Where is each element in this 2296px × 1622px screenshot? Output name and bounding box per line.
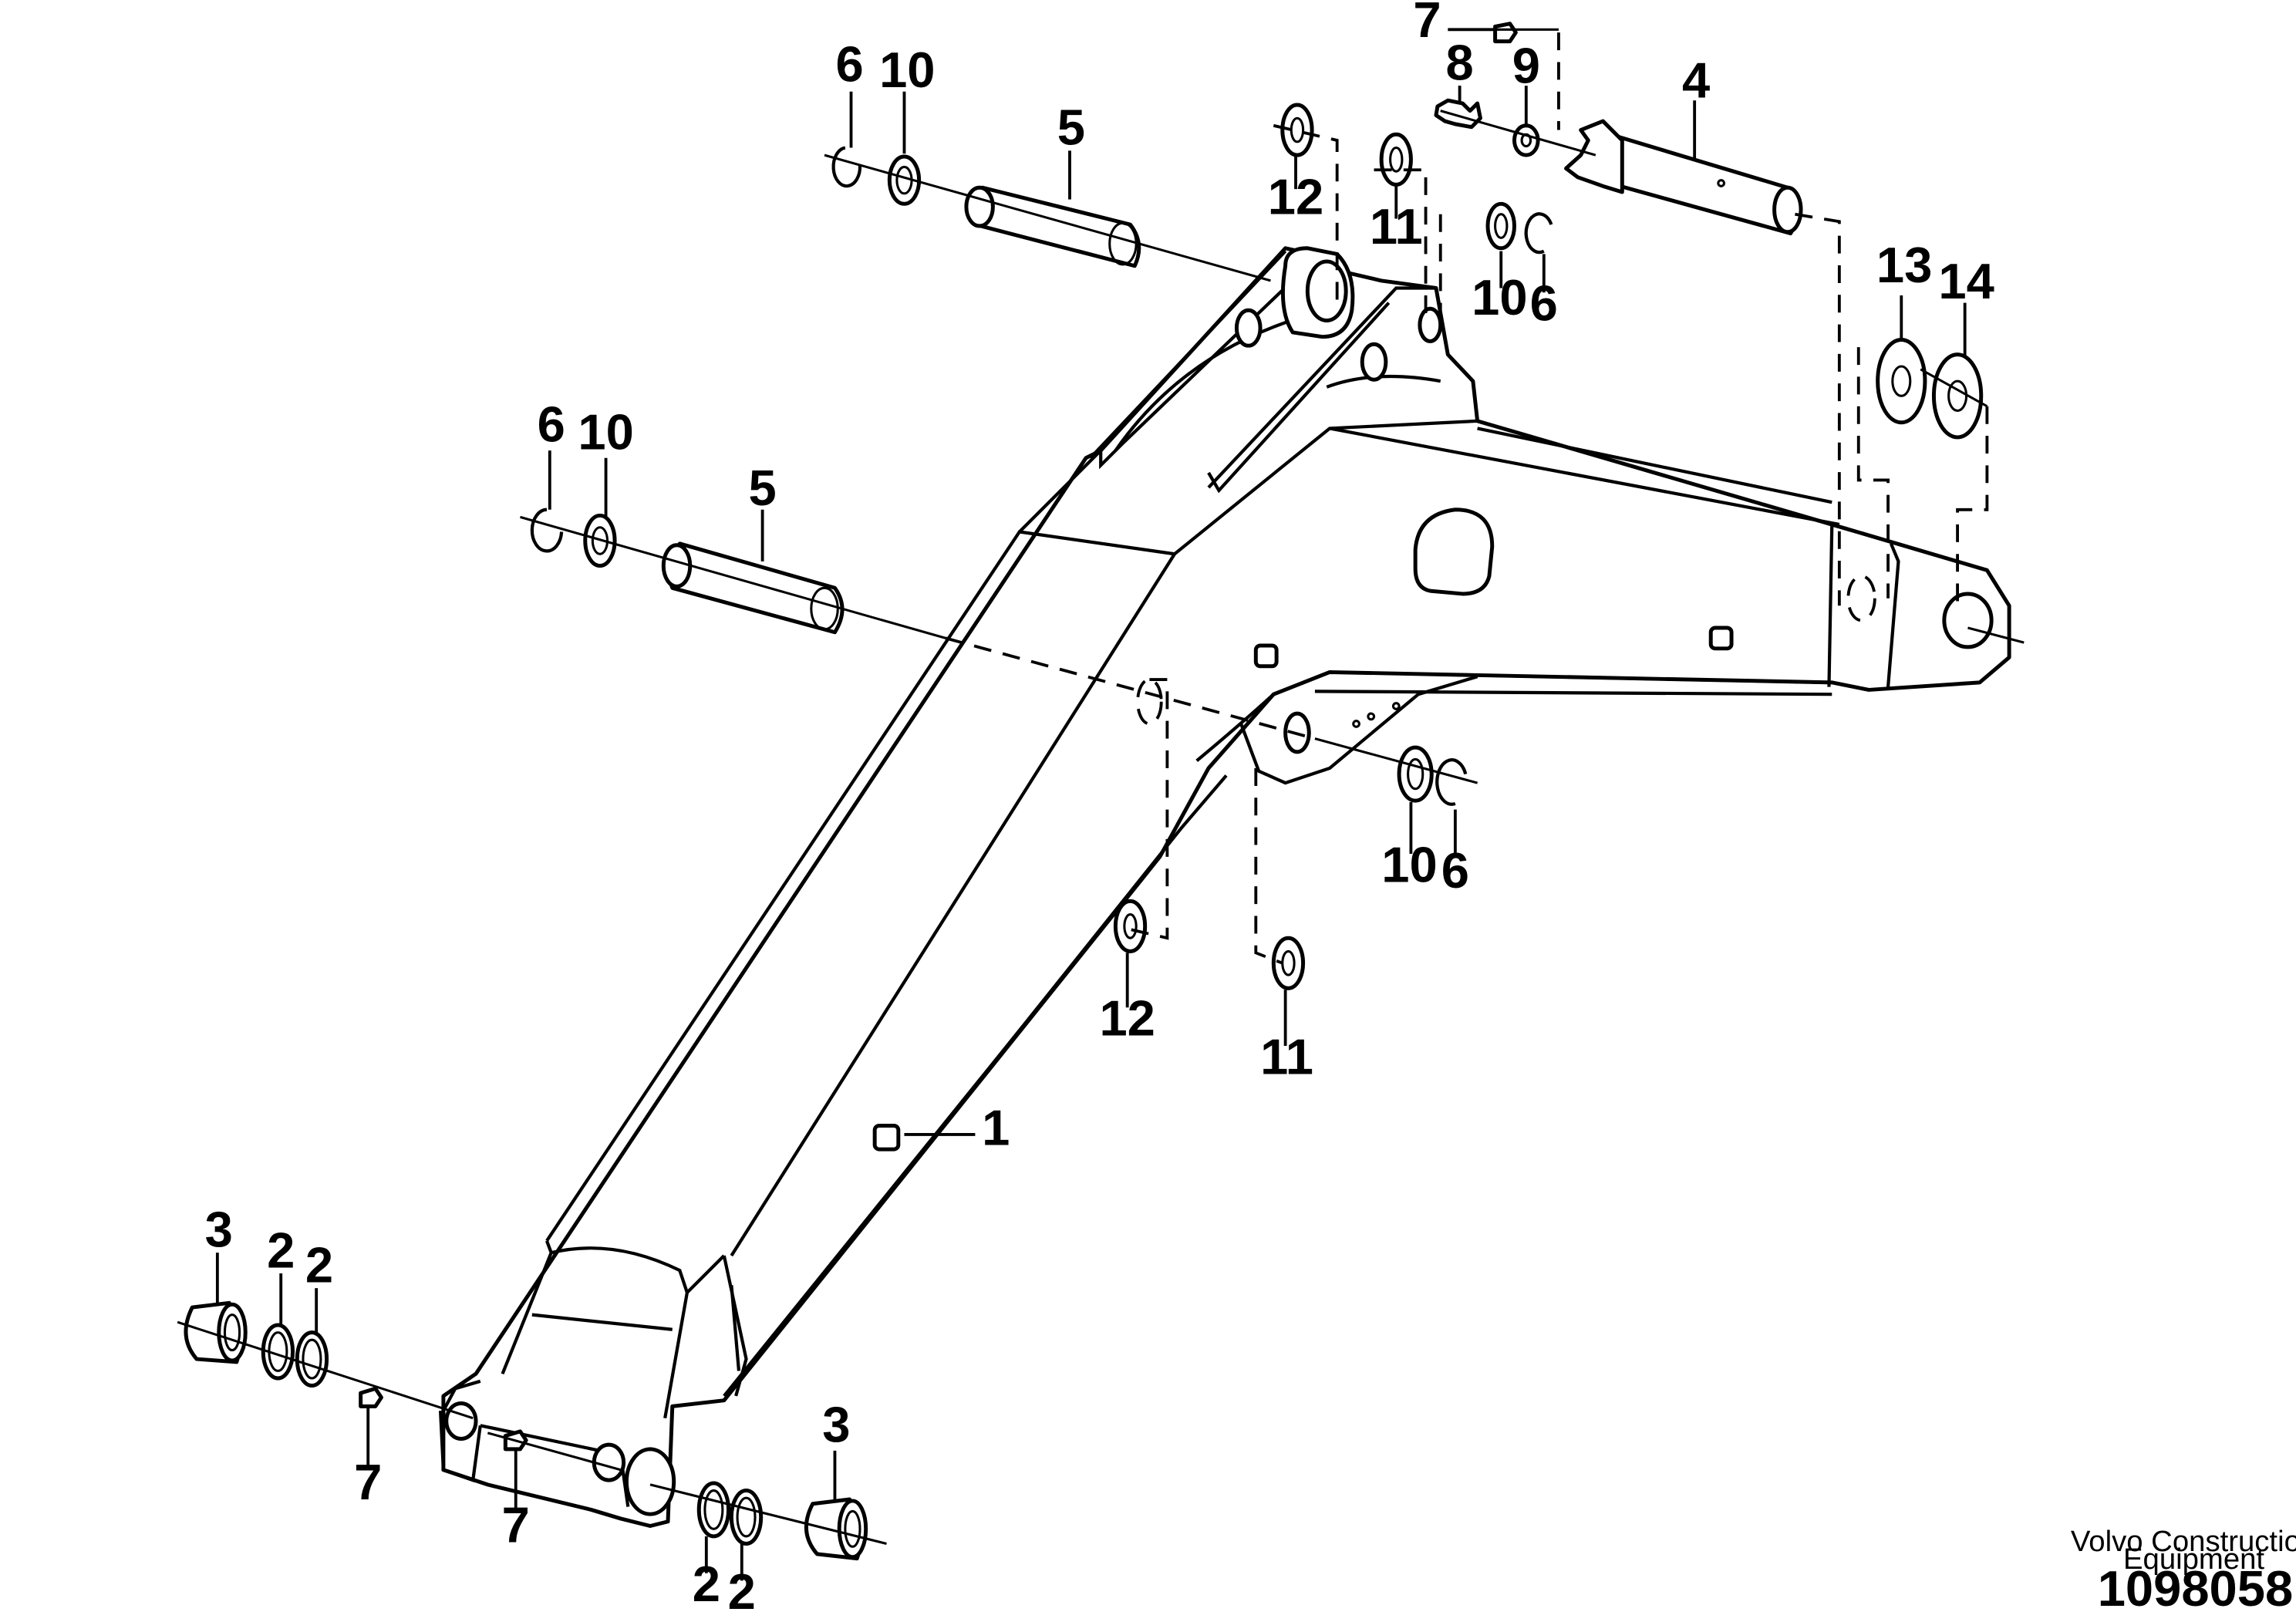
bushing-3-left [184, 1300, 248, 1364]
callout-13: 13 [1876, 237, 1932, 293]
callout-8: 8 [1446, 34, 1474, 90]
bushing-3-right [804, 1497, 868, 1561]
circlip-6-top-right [1524, 212, 1553, 255]
callout-5: 5 [1057, 99, 1085, 156]
circlip-6-middle [530, 508, 564, 553]
shim-14 [1931, 352, 1984, 440]
seal-2-right-a [696, 1481, 731, 1539]
circlip-6-lower-right [1435, 758, 1468, 806]
callout-11: 11 [1370, 198, 1423, 255]
circlip-6-upper [831, 146, 862, 188]
callout-2: 2 [693, 1556, 720, 1612]
callout-6: 6 [1530, 275, 1558, 332]
washer-10-top-right [1485, 201, 1516, 251]
seal-2-left-a [261, 1323, 295, 1381]
callout-6: 6 [835, 35, 863, 92]
company-name: Volvo Construction [2071, 1525, 2296, 1558]
callout-1: 1 [982, 1099, 1010, 1155]
screw-8 [1434, 98, 1482, 130]
callout-10: 10 [1472, 269, 1527, 325]
shim-12-top [1280, 103, 1314, 157]
callout-14: 14 [1938, 253, 1994, 309]
callout-9: 9 [1512, 37, 1540, 93]
callout-2: 2 [728, 1563, 756, 1620]
grease-nipple-7-top [1493, 22, 1518, 44]
callout-10: 10 [578, 403, 633, 460]
figure-number: 1098058 [2098, 1560, 2293, 1617]
callout-7: 7 [502, 1497, 530, 1553]
shim-11-bottom [1271, 936, 1306, 990]
grease-nipple-7-left [359, 1386, 383, 1408]
callout-labels: 6 10 5 12 11 7 8 9 4 10 6 13 14 6 10 5 1… [205, 0, 1994, 1620]
callout-10: 10 [879, 42, 935, 98]
shim-12-bottom [1113, 899, 1148, 953]
callout-4: 4 [1682, 52, 1710, 108]
callout-6: 6 [538, 396, 565, 453]
company-name-line2: Equipment [2123, 1543, 2264, 1576]
footer: Volvo Construction Equipment 1098058 [2071, 1525, 2296, 1617]
callout-11: 11 [1260, 1028, 1313, 1084]
callout-3: 3 [205, 1202, 233, 1258]
assembly-guide-lines [177, 28, 2025, 1545]
leader-lines [215, 28, 1967, 1581]
seal-2-left-b [295, 1330, 329, 1388]
seal-2-right-b [729, 1489, 764, 1546]
callout-12: 12 [1099, 990, 1155, 1047]
callout-6: 6 [1441, 842, 1469, 899]
shim-11-top [1379, 132, 1413, 187]
callout-2: 2 [305, 1236, 333, 1293]
callout-7: 7 [1413, 0, 1441, 48]
washer-9 [1512, 123, 1540, 157]
callout-2: 2 [267, 1222, 295, 1278]
callout-10: 10 [1381, 836, 1437, 892]
shim-13 [1876, 338, 1927, 425]
pin-5-middle [661, 541, 845, 635]
callout-7: 7 [354, 1454, 382, 1510]
callout-12: 12 [1268, 169, 1323, 225]
callout-3: 3 [822, 1396, 850, 1452]
pin-4 [1564, 119, 1803, 236]
callout-5: 5 [748, 460, 776, 516]
boom-body [438, 246, 2011, 1528]
washer-10-upper [887, 154, 922, 206]
washer-10-lower-right [1397, 745, 1434, 803]
pin-5-upper [964, 185, 1141, 268]
